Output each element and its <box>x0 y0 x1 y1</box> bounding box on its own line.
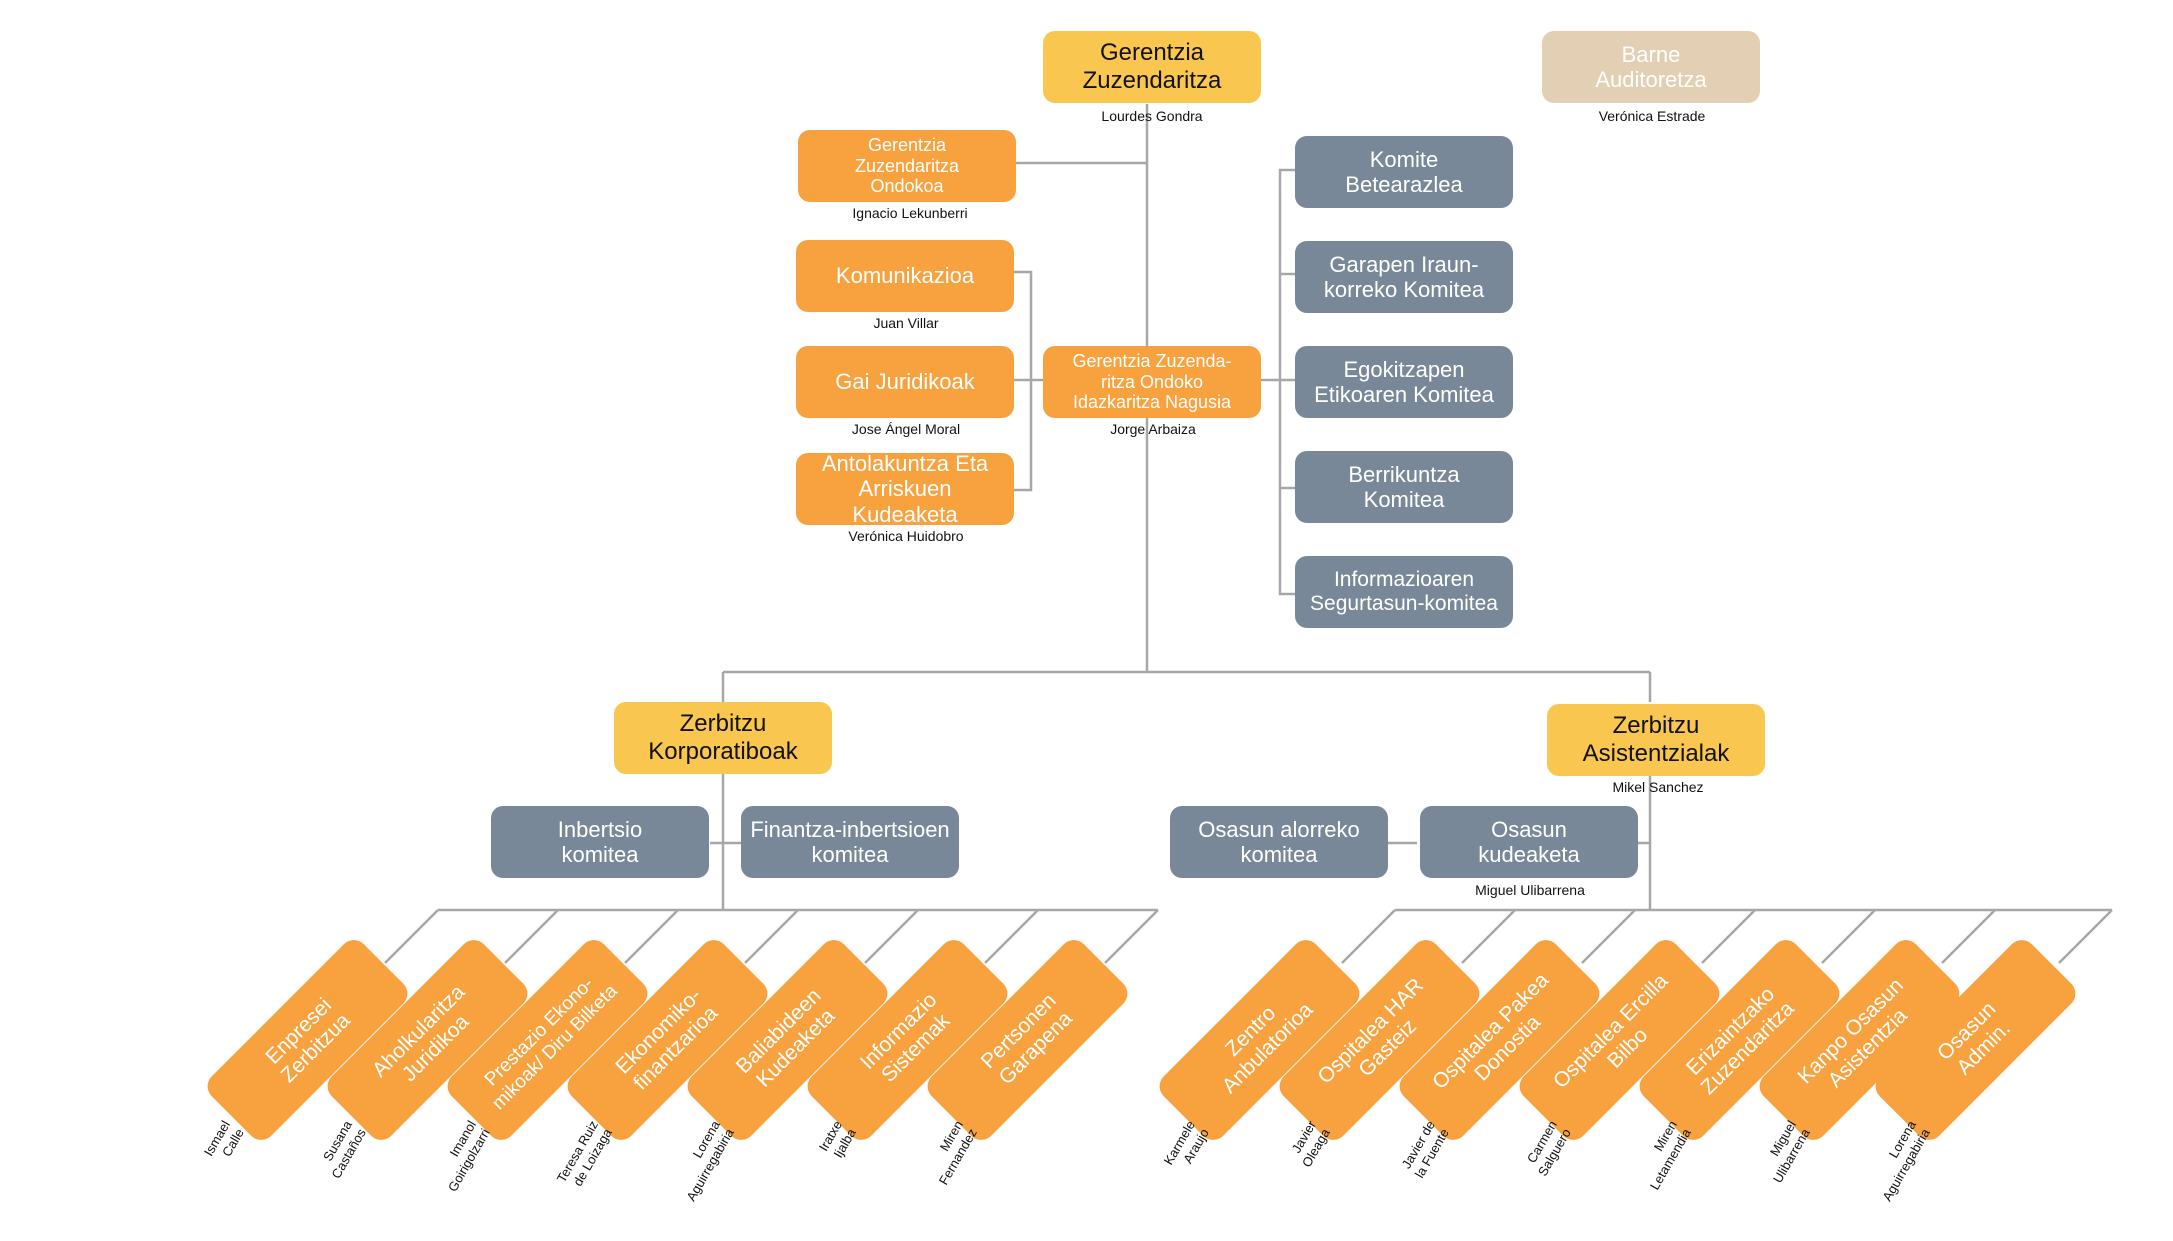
finantza-inbertsioen-komitea-box: Finantza-inbertsioen komitea <box>741 806 959 878</box>
ondokoa-box: Gerentzia Zuzendaritza Ondokoa <box>798 130 1016 202</box>
juridikoak-name: Jose Ángel Moral <box>851 421 961 437</box>
osasun-alorreko-komitea-box: Osasun alorreko komitea <box>1170 806 1388 878</box>
barne-name: Verónica Estrade <box>1598 108 1706 124</box>
komunikazioa-box: Komunikazioa <box>796 240 1014 312</box>
komunikazioa-name: Juan Villar <box>873 315 939 331</box>
gerentzia-box: Gerentzia Zuzendaritza <box>1043 31 1261 103</box>
osasun-kudeaketa-box: Osasun kudeaketa <box>1420 806 1638 878</box>
ondokoa-name: Ignacio Lekunberri <box>852 205 968 221</box>
antolakuntza-name: Verónica Huidobro <box>848 528 964 544</box>
inbertsio-komitea-box: Inbertsio komitea <box>491 806 709 878</box>
committee-informazioaren-segurtasun: Informazioaren Segurtasun-komitea <box>1295 556 1513 628</box>
idazkaritza-name: Jorge Arbaiza <box>1110 421 1196 437</box>
committee-berrikuntza: Berrikuntza Komitea <box>1295 451 1513 523</box>
asistentzialak-box: Zerbitzu Asistentzialak <box>1547 704 1765 776</box>
gerentzia-name: Lourdes Gondra <box>1101 108 1203 124</box>
idazkaritza-box: Gerentzia Zuzenda- ritza Ondoko Idazkari… <box>1043 346 1261 418</box>
juridikoak-box: Gai Juridikoak <box>796 346 1014 418</box>
committee-komite-betearazlea: Komite Betearazlea <box>1295 136 1513 208</box>
barne-box: Barne Auditoretza <box>1542 31 1760 103</box>
committee-garapen-iraunkorreko: Garapen Iraun- korreko Komitea <box>1295 241 1513 313</box>
korporatiboak-box: Zerbitzu Korporatiboak <box>614 702 832 774</box>
committee-egokitzapen-etikoaren: Egokitzapen Etikoaren Komitea <box>1295 346 1513 418</box>
asistentzialak-name: Mikel Sanchez <box>1612 779 1704 795</box>
osasun-kudeaketa-name: Miguel Ulibarrena <box>1475 882 1585 898</box>
antolakuntza-box: Antolakuntza Eta Arriskuen Kudeaketa <box>796 451 1014 527</box>
